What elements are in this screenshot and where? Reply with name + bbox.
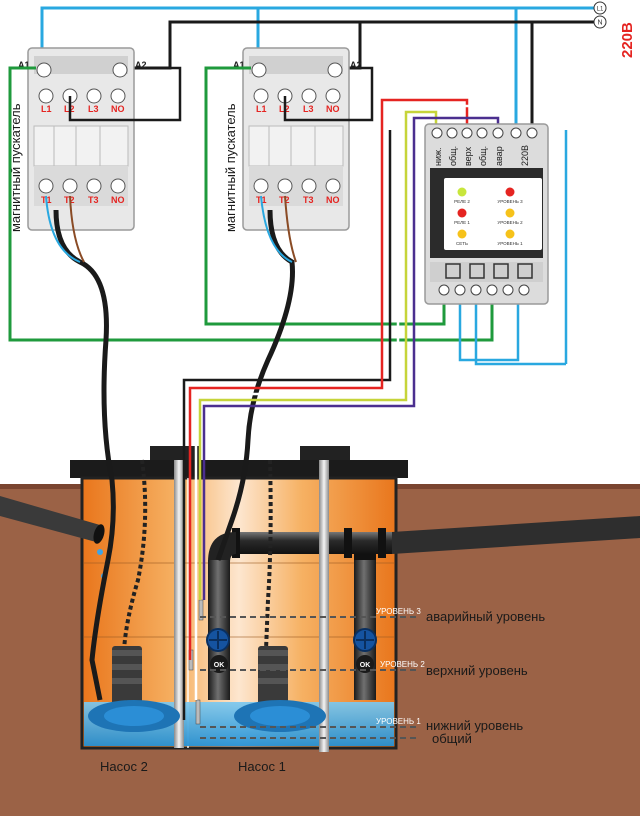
wire-brown-c2 [69,195,85,263]
led-relay-1 [457,208,467,218]
wire-c1-l2-loop [283,66,374,122]
wire-neutral-bus [130,20,595,70]
wire-relay-out-1 [458,294,520,362]
led-network [457,229,467,239]
guide-rod-1 [319,452,329,752]
level-tag-1: УРОВЕНЬ 1 [376,717,421,726]
wire-coil-c1 [204,66,446,326]
led-label-network: СЕТЬ [456,241,468,246]
level-tag-2: УРОВЕНЬ 2 [380,660,425,669]
level-name-upper: верхний уровень [426,663,528,678]
ctrl-term-power: 220В [520,145,530,166]
pump-2 [88,646,180,732]
water-drop-1 [97,549,103,555]
contactor-right-t2: T2 [279,195,290,205]
ctrl-term-common-2: общ. [478,146,488,166]
chain-pump-2 [122,459,148,651]
wire-probe-black [182,130,392,720]
wire-probe-yellow [404,110,438,130]
inlet-pipe-mouth [93,524,105,544]
probe-level-1 [195,699,201,725]
contactor-left-a2: A2 [135,60,147,70]
contactor-left-no-top: NO [111,104,125,114]
contactor-right-no-bottom: NO [326,195,340,205]
contactor-right-l1: L1 [256,104,267,114]
rod-cap-1 [300,446,350,460]
contactor-right [242,47,350,231]
contactor-right-t3: T3 [303,195,314,205]
level-name-emergency: аварийный уровень [426,609,545,624]
wire-brown-c1 [284,195,297,263]
wire-probe-red-down [188,130,384,660]
led-relay-2 [457,187,467,197]
pump-1 [234,646,326,732]
led-level-1 [505,229,515,239]
ctrl-term-alarm: авар [494,146,504,166]
contactor-left-no-bottom: NO [111,195,125,205]
guide-rod-2 [174,452,184,748]
wire-probe-purple-down [202,130,416,600]
wire-probe-white-down [194,130,400,700]
wire-c2-l2-loop [68,66,182,122]
check-valve-label-1: OK [360,662,371,669]
supply-terminal-l1 [593,1,607,15]
pipe-flange-2 [344,528,352,558]
cable-pump-2 [53,209,116,701]
contactor-left-l3: L3 [88,104,99,114]
led-level-2 [505,208,515,218]
contactor-right-caption: магнитный пускатель [223,103,238,232]
valve-pump-1 [353,628,377,652]
level-name-common: общий [432,731,472,746]
contactor-right-a1: A1 [233,60,245,70]
led-label-level-3: УРОВЕНЬ 3 [497,199,523,204]
led-level-3 [505,187,515,197]
wire-probe-red [380,98,469,130]
contactor-right-no-top: NO [326,104,340,114]
supply-label-n: N [597,20,602,27]
contactor-left-a1: A1 [18,60,30,70]
inlet-pipe [0,496,100,542]
led-label-relay-1: РЕЛЕ 1 [454,220,470,225]
level-controller [424,123,549,305]
pump-2-label: Насос 2 [100,759,148,774]
tank-lid [70,460,408,478]
check-valve-badge-2 [210,655,228,673]
wire-relay-out-3 [474,294,566,366]
check-valve-badge-1 [356,655,374,673]
wire-blue-c1 [260,195,293,263]
contactor-left [27,47,135,231]
wire-coil-c2 [8,66,494,342]
contactor-right-l3: L3 [303,104,314,114]
rod-cap-2 [150,446,200,460]
chain-pump-1 [264,459,273,651]
riser-pump-1-top [354,554,376,560]
contactor-left-t3: T3 [88,195,99,205]
led-label-level-2: УРОВЕНЬ 2 [497,220,523,225]
contactor-left-l1: L1 [41,104,52,114]
ctrl-term-common-1: общ. [448,146,458,166]
check-valve-label-2: OK [214,662,225,669]
supply-label-l1: L1 [597,7,604,13]
supply-voltage: 220В [619,22,636,58]
supply-terminal-n [593,15,607,29]
contactor-left-caption: магнитный пускатель [8,103,23,232]
contactor-right-a2: A2 [350,60,362,70]
pipe-flange-3 [378,528,386,558]
ctrl-term-low: ниж. [433,147,443,166]
outlet-pipe-main [236,532,392,554]
wire-probe-yellow-down [198,130,408,600]
level-name-lower: нижний уровень [426,718,523,733]
ctrl-term-high: верх [463,146,473,166]
led-label-relay-2: РЕЛЕ 2 [454,199,470,204]
wire-blue-c2 [45,195,81,263]
outlet-pipe-ext [392,516,640,554]
level-tag-3: УРОВЕНЬ 3 [376,607,421,616]
valve-pump-2 [206,628,230,652]
led-label-level-1: УРОВЕНЬ 1 [497,241,523,246]
pump-1-label: Насос 1 [238,759,286,774]
